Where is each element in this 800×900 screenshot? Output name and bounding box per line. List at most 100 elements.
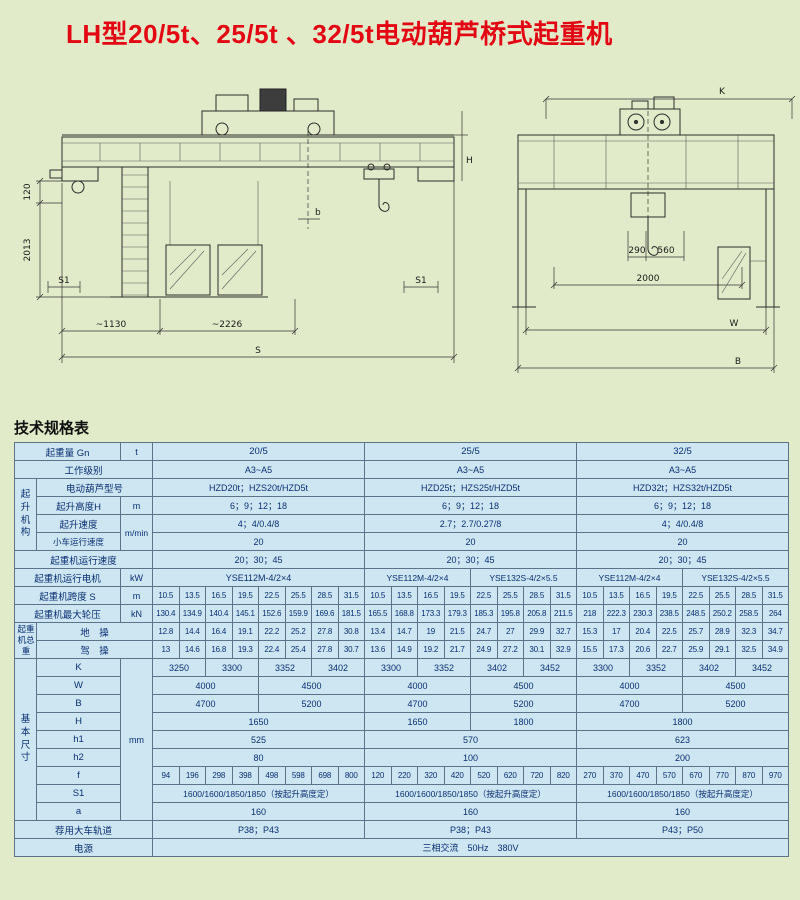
value-cell: 22.5 [470, 586, 498, 605]
value-cell: 1600/1600/1850/1850（按起升高度定） [152, 784, 365, 803]
value-cell: 5200 [258, 694, 365, 713]
value-cell: 三相交流 50Hz 380V [152, 838, 789, 857]
value-cell: 34.9 [761, 640, 789, 659]
unit-capacity: t [120, 442, 153, 461]
value-cell: 6；9；12；18 [576, 496, 789, 515]
row-capacity: 起重量 Gn t 20/5 25/5 32/5 [14, 442, 789, 461]
value-cell: 32.5 [735, 640, 763, 659]
value-cell: 27 [496, 622, 524, 641]
value-cell: 22.2 [258, 622, 286, 641]
page-title: LH型20/5t、25/5t 、32/5t电动葫芦桥式起重机 [66, 19, 613, 49]
end-view-drawing: K 290 560 [512, 87, 796, 373]
row-label-lift-speed: 起升速度 [36, 514, 121, 533]
value-cell: 20/5 [152, 442, 365, 461]
value-cell: 3352 [629, 658, 683, 677]
value-cell: 211.5 [549, 604, 577, 623]
value-cell: 100 [364, 748, 577, 767]
value-cell: 820 [549, 766, 577, 785]
unit-wheel-load: kN [120, 604, 153, 623]
value-cell: 3402 [311, 658, 365, 677]
value-cell: 525 [152, 730, 365, 749]
dim-k-label: K [719, 87, 726, 97]
spec-table-title: 技术规格表 [14, 420, 90, 437]
value-cell: 25.5 [496, 586, 524, 605]
value-cell: 169.6 [311, 604, 339, 623]
dim-2013-label: 2013 [23, 239, 33, 262]
value-cell: 120 [364, 766, 392, 785]
value-cell: 19.2 [417, 640, 445, 659]
row-duty-class: 工作级别 A3~A5 A3~A5 A3~A5 [14, 460, 789, 479]
value-cell: 28.5 [735, 586, 763, 605]
value-cell: 15.5 [576, 640, 604, 659]
value-cell: 16.5 [629, 586, 657, 605]
value-cell: 4700 [364, 694, 471, 713]
value-cell: 320 [417, 766, 445, 785]
value-cell: HZD25t；HZS25t/HZD5t [364, 478, 577, 497]
value-cell: 16.4 [205, 622, 233, 641]
value-cell: 21.7 [443, 640, 471, 659]
row-label-wheel-load: 起重机最大轮压 [14, 604, 121, 623]
value-cell: 27.2 [496, 640, 524, 659]
value-cell: 25.5 [284, 586, 312, 605]
value-cell: 3250 [152, 658, 206, 677]
row-crane-speed: 起重机运行速度 20；30；45 20；30；45 20；30；45 [14, 550, 789, 569]
value-cell: 970 [761, 766, 789, 785]
row-label-s1: S1 [36, 784, 121, 803]
value-cell: 4000 [576, 676, 683, 695]
row-label-f: f [36, 766, 121, 785]
row-power: 电源 三相交流 50Hz 380V [14, 838, 789, 857]
row-lift-height: 起升高度H m 6；9；12；18 6；9；12；18 6；9；12；18 [15, 496, 789, 515]
value-cell: 22.5 [655, 622, 683, 641]
value-cell: 19.5 [231, 586, 259, 605]
value-cell: 179.3 [443, 604, 471, 623]
value-cell: 3300 [205, 658, 259, 677]
value-cell: 30.7 [337, 640, 365, 659]
row-label-travel-motor: 起重机运行电机 [14, 568, 121, 587]
value-cell: 25.7 [682, 622, 710, 641]
value-cell: 4；4/0.4/8 [152, 514, 365, 533]
value-cell: 27.8 [311, 640, 339, 659]
value-cell: 94 [152, 766, 180, 785]
value-cell: 15.3 [576, 622, 604, 641]
value-cell: 165.5 [364, 604, 392, 623]
dim-height-label: H [466, 156, 473, 166]
row-label-crane-speed: 起重机运行速度 [14, 550, 153, 569]
value-cell: 130.4 [152, 604, 180, 623]
value-cell: 4500 [258, 676, 365, 695]
row-label-power: 电源 [14, 838, 153, 857]
value-cell: 25.2 [284, 622, 312, 641]
value-cell: 17 [602, 622, 630, 641]
value-cell: 222.3 [602, 604, 630, 623]
value-cell: 25.5 [708, 586, 736, 605]
value-cell: 520 [470, 766, 498, 785]
value-cell: YSE112M-4/2×4 [364, 568, 471, 587]
value-cell: 13 [152, 640, 180, 659]
row-label-h: H [36, 712, 121, 731]
row-label-capacity: 起重量 Gn [14, 442, 121, 461]
value-cell: 159.9 [284, 604, 312, 623]
value-cell: 32.3 [735, 622, 763, 641]
value-cell: 6；9；12；18 [364, 496, 577, 515]
catalog-page: LH型20/5t、25/5t 、32/5t电动葫芦桥式起重机 [14, 19, 796, 857]
value-cell: 20；30；45 [576, 550, 789, 569]
value-cell: 4000 [152, 676, 259, 695]
value-cell: A3~A5 [152, 460, 365, 479]
value-cell: 24.9 [470, 640, 498, 659]
value-cell: 25/5 [364, 442, 577, 461]
value-cell: 6；9；12；18 [152, 496, 365, 515]
value-cell: 20；30；45 [364, 550, 577, 569]
group-label-total-weight: 起重机总重 [14, 622, 37, 659]
value-cell: 470 [629, 766, 657, 785]
value-cell: 498 [258, 766, 286, 785]
value-cell: 5200 [682, 694, 789, 713]
value-cell: 870 [735, 766, 763, 785]
value-cell: 770 [708, 766, 736, 785]
value-cell: 28.5 [311, 586, 339, 605]
value-cell: 22.5 [258, 586, 286, 605]
value-cell: 5200 [470, 694, 577, 713]
value-cell: 32.9 [549, 640, 577, 659]
value-cell: 12.8 [152, 622, 180, 641]
